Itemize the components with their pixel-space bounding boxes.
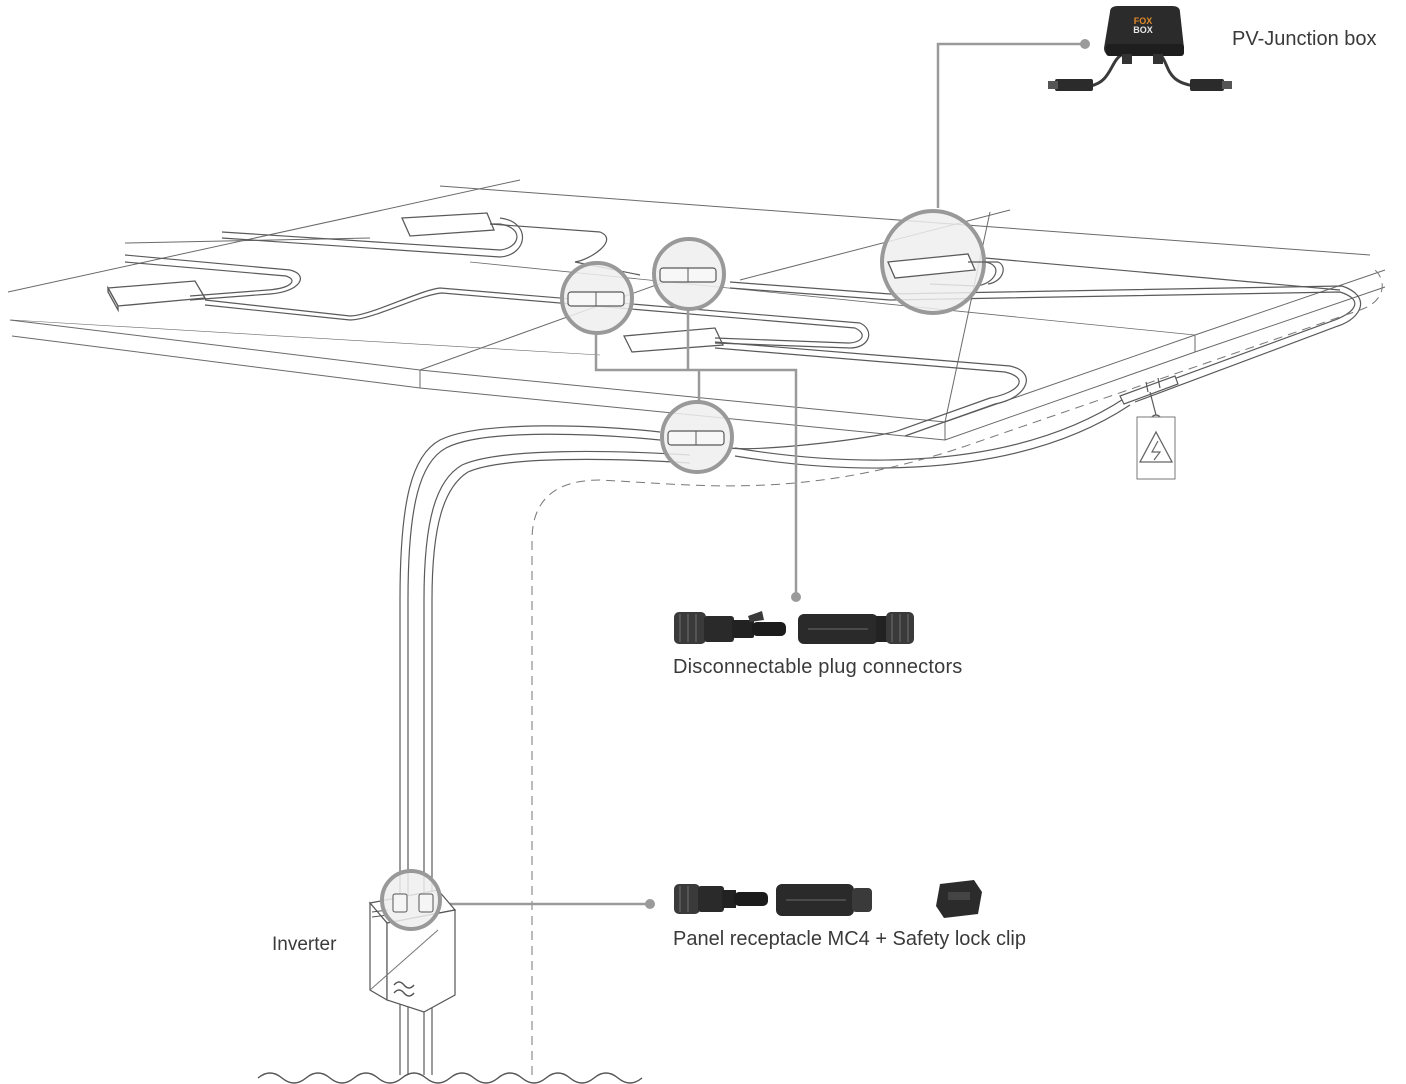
highlight-connector-1 <box>560 261 634 335</box>
inverter-label: Inverter <box>272 934 337 955</box>
warning-tag-icon <box>1136 416 1176 480</box>
safety-lock-clip-icon <box>936 880 982 918</box>
junction-box-brand-line-1: FOX <box>1134 16 1153 26</box>
plug-connectors-icon <box>674 611 914 644</box>
pv-junction-box-icon: FOX BOX <box>1048 6 1232 91</box>
highlight-connector-3 <box>660 400 734 474</box>
receptacle-label: Panel receptacle MC4 + Safety lock clip <box>673 928 1026 950</box>
leader-lines <box>442 42 1083 906</box>
panel-junction-box-3 <box>622 327 724 353</box>
panel-junction-box-1 <box>106 280 207 313</box>
dashed-route <box>531 267 1383 1075</box>
highlight-junction-box <box>880 209 1004 315</box>
highlight-connector-2 <box>652 237 726 311</box>
receptacle-mc4-icon <box>674 884 872 916</box>
panel-junction-box-2 <box>401 212 495 237</box>
inverter-icon <box>368 869 457 1013</box>
plug-connectors-label: Disconnectable plug connectors <box>673 656 963 678</box>
junction-box-brand-line-2: BOX <box>1133 25 1153 35</box>
junction-box-label: PV-Junction box <box>1232 28 1377 50</box>
roof-cables <box>124 217 1362 1075</box>
string-cable-connector <box>1119 375 1179 426</box>
ground-line <box>257 1072 643 1084</box>
roof-panels <box>7 179 1386 441</box>
leader-dots <box>645 39 1090 909</box>
